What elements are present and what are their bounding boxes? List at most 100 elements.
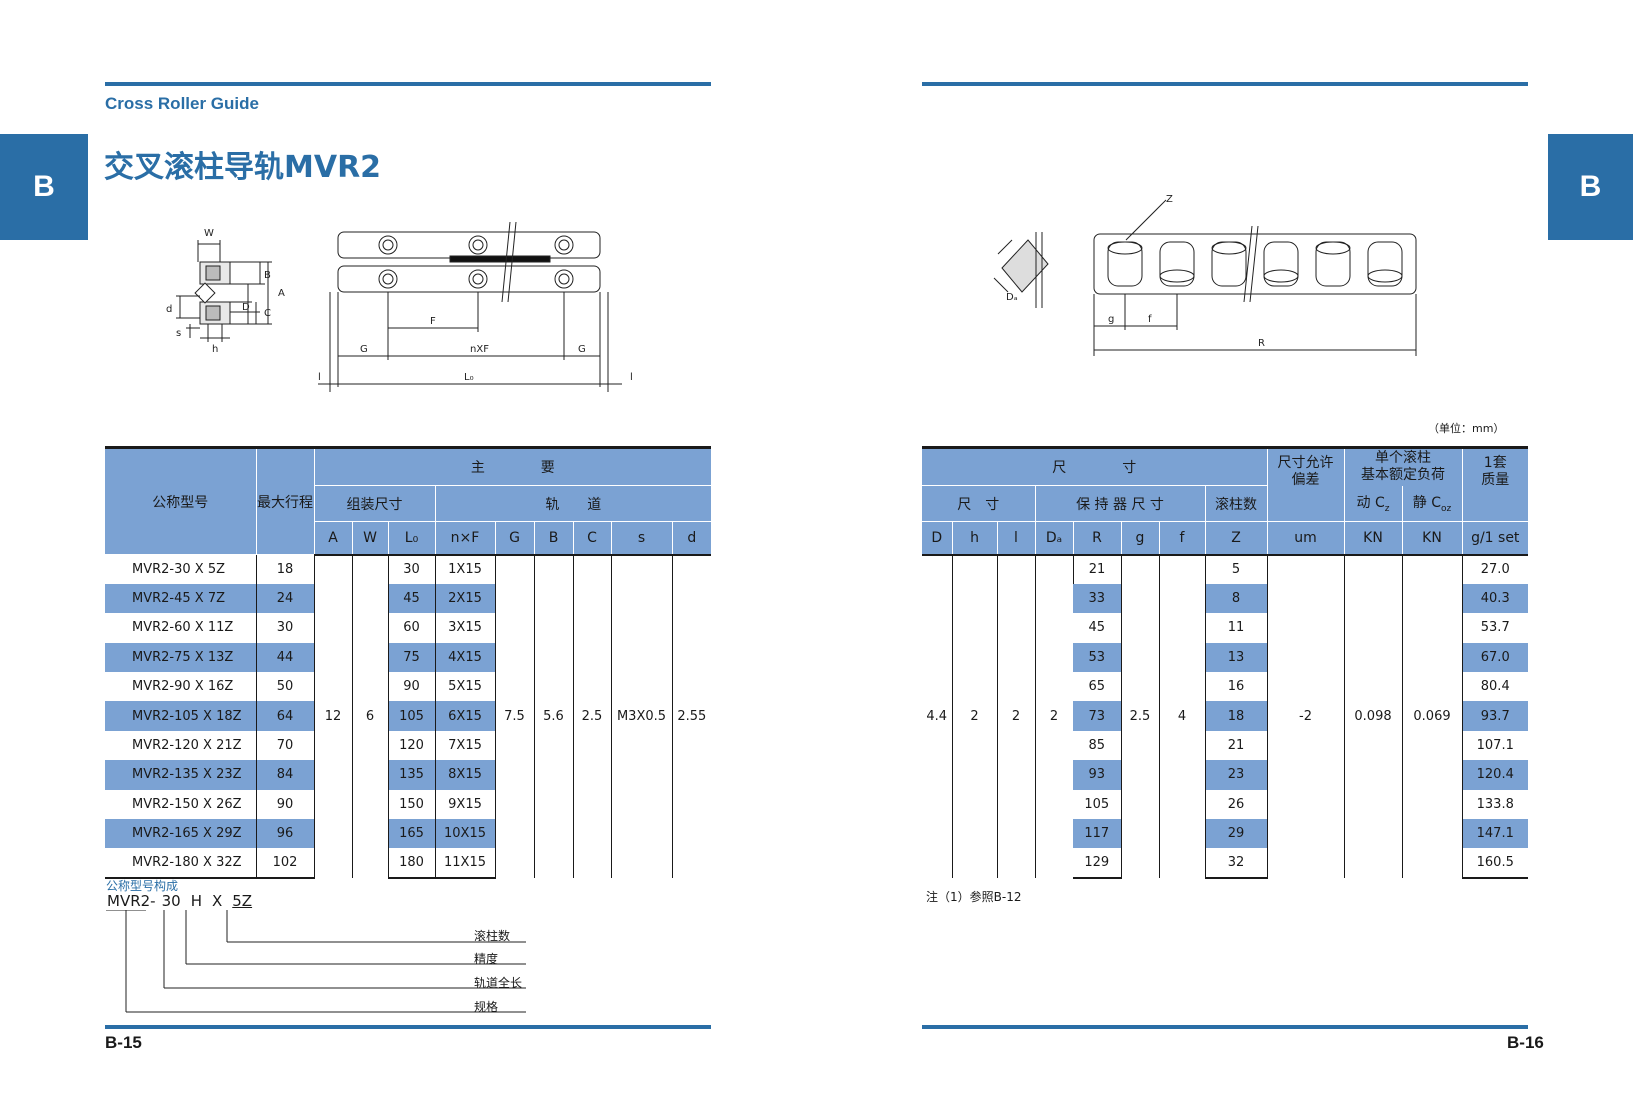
cell-stroke: 30: [255, 613, 314, 643]
cell-r: 53: [1073, 642, 1121, 673]
cell-stroke: 50: [255, 672, 314, 702]
cell-nxf: 6X15: [434, 701, 495, 731]
dim-label-w: W: [204, 228, 214, 239]
cell-lo: 30: [387, 554, 435, 584]
table-row: MVR2-60 X 11Z 30 60 3X15: [105, 613, 711, 643]
cell-mass: 67.0: [1461, 642, 1528, 673]
dynamic-load-sub: z: [1384, 504, 1390, 515]
dim-label-b: B: [264, 270, 271, 281]
cell-mass: 107.1: [1461, 730, 1528, 761]
table-row: MVR2-150 X 26Z 90 150 9X15: [105, 789, 711, 820]
cell-nxf: 1X15: [434, 554, 495, 584]
cell-nxf: 11X15: [434, 848, 495, 879]
header-rail: 轨 道: [434, 485, 712, 522]
page-number-right: B-16: [1507, 1033, 1544, 1052]
cell-nxf: 10X15: [434, 819, 495, 849]
col-header-l: l: [996, 521, 1035, 556]
cell-cz-shared: 0.098: [1343, 554, 1402, 878]
dim-label-d-small: d: [166, 304, 172, 315]
cell-lo: 165: [387, 819, 435, 849]
col-header-r: R: [1072, 521, 1121, 556]
cell-mass: 27.0: [1461, 554, 1528, 584]
cell-model: MVR2-105 X 18Z: [105, 701, 256, 731]
rail-assembly-drawing: W B A d D C s h F G nXF G l L₀ l: [166, 222, 633, 392]
table-row: 93 23 120.4: [922, 760, 1528, 790]
header-max-stroke: 最大行程: [255, 446, 314, 555]
dim-label-da: Dₐ: [1006, 292, 1018, 303]
cell-d-shared: 4.4: [926, 709, 948, 725]
dim-label-s: s: [176, 328, 181, 339]
col-header-mass: g/1 set: [1461, 521, 1528, 556]
cell-stroke: 24: [255, 583, 314, 614]
cell-lo: 45: [387, 583, 435, 614]
cell-coz-shared: 0.069: [1401, 554, 1462, 878]
cell-model: MVR2-165 X 29Z: [105, 819, 256, 849]
cell-r: 45: [1088, 620, 1106, 636]
cell-r: 93: [1073, 760, 1121, 790]
section-tab-right[interactable]: B: [1548, 134, 1633, 240]
dim-label-g-right: G: [578, 344, 586, 355]
cell-lo: 180: [387, 848, 435, 879]
cell-lo: 120: [387, 730, 435, 761]
cell-z: 32: [1204, 848, 1267, 879]
table-row: 129 32 160.5: [922, 848, 1528, 879]
cell-nxf: 3X15: [434, 613, 495, 643]
cell-stroke: 70: [255, 730, 314, 761]
col-header-g: G: [494, 521, 534, 556]
cell-r: 21: [1072, 554, 1121, 584]
cell-model: MVR2-120 X 21Z: [132, 738, 242, 754]
legend-spec: 规格: [474, 1000, 499, 1014]
dim-label-lo: L₀: [464, 372, 474, 383]
table-row: MVR2-45 X 7Z 24 45 2X15: [105, 583, 711, 614]
cell-model: MVR2-75 X 13Z: [105, 642, 256, 673]
dim-label-z: Z: [1166, 194, 1173, 205]
spec-table-right: 尺 寸 尺寸允许 偏差 单个滚柱 基本额定负荷 1套 质量 尺 寸 保 持 器 …: [922, 446, 1528, 879]
table-row: MVR2-90 X 16Z 50 90 5X15: [105, 672, 711, 702]
cell-lo: 90: [387, 672, 435, 702]
dim-label-g: g: [1108, 314, 1114, 325]
dynamic-load-label: 动 C: [1356, 495, 1385, 512]
col-header-w: W: [351, 521, 388, 556]
cell-model: MVR2-135 X 23Z: [105, 760, 256, 790]
cell-s-shared: M3X0.5: [610, 554, 672, 878]
cell-z: 13: [1204, 642, 1267, 673]
unit-note: （单位：mm）: [1428, 422, 1505, 435]
section-tab-left[interactable]: B: [0, 134, 88, 240]
dim-label-l-right: l: [630, 372, 633, 383]
dim-label-r: R: [1258, 338, 1265, 349]
footnote: 注（1）参照B-12: [926, 890, 1022, 904]
col-header-kn-dynamic: KN: [1343, 521, 1402, 556]
col-header-g: g: [1120, 521, 1159, 556]
col-header-d: d: [671, 521, 712, 556]
bottom-rule-left: [105, 1025, 711, 1029]
cell-z: 11: [1204, 613, 1267, 643]
page-number-left: B-15: [105, 1033, 142, 1052]
cell-z: 8: [1204, 583, 1267, 614]
dim-label-f: f: [1148, 314, 1152, 325]
col-header-lo: L₀: [387, 521, 435, 556]
cell-mass: 53.7: [1461, 613, 1528, 643]
code-part-series: MVR2-: [107, 892, 156, 910]
table-row: 4.4 2 2 2 21 2.5 4 5 -2 0.098 0.069 27.0: [922, 554, 1528, 878]
roller-cage-drawing: Z Dₐ g f R: [993, 194, 1417, 356]
model-code-heading: 公称型号构成: [106, 879, 179, 893]
cell-stroke: 84: [255, 760, 314, 790]
cell-model: MVR2-180 X 32Z: [105, 848, 256, 879]
table-row: MVR2-135 X 23Z 84 135 8X15: [105, 760, 711, 790]
table-row: 33 8 40.3: [922, 583, 1528, 614]
cell-r: 33: [1073, 583, 1121, 614]
cell-stroke: 102: [255, 848, 314, 879]
col-header-z: Z: [1204, 521, 1267, 556]
cell-nxf: 8X15: [434, 760, 495, 790]
cell-lo: 75: [387, 642, 435, 673]
dim-label-f: F: [430, 316, 436, 327]
table-row: 105 26 133.8: [922, 789, 1528, 820]
col-header-nxf: n×F: [434, 521, 495, 556]
dim-label-d-large: D: [242, 302, 250, 313]
cell-r: 117: [1073, 819, 1121, 849]
cell-nxf: 7X15: [434, 730, 495, 761]
cell-mass: 40.3: [1461, 583, 1528, 614]
header-dynamic-load: 动 Cz: [1343, 485, 1402, 522]
cell-model: MVR2-90 X 16Z: [132, 679, 234, 695]
table-row: 117 29 147.1: [922, 819, 1528, 849]
